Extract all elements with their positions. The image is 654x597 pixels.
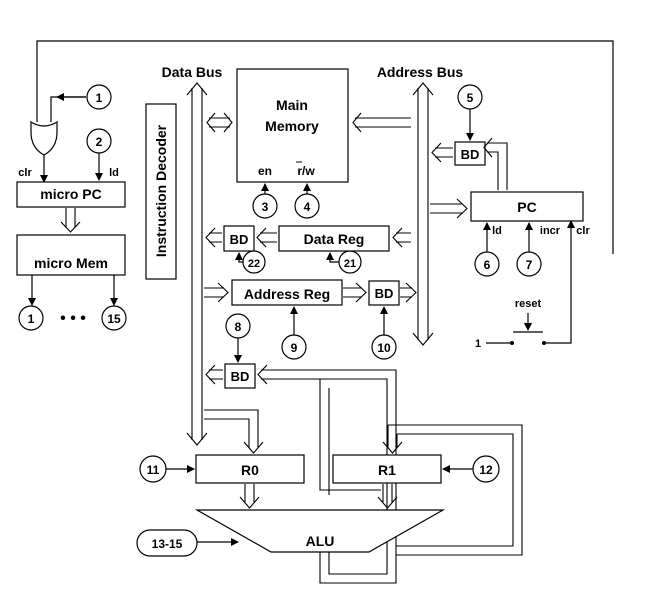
r1: R1	[332, 454, 442, 484]
pc: PC	[470, 191, 584, 222]
ellipsis-dots: • • •	[60, 310, 86, 327]
data-bus	[186, 82, 208, 446]
pc-ld-label: ld	[492, 225, 502, 237]
control-4: 4	[294, 193, 320, 219]
svg-text:8: 8	[235, 320, 242, 334]
address-reg-bus-driver: BD	[368, 280, 400, 306]
micro-pc: micro PC	[16, 181, 126, 208]
data-reg-bus-driver: BD	[223, 225, 255, 252]
micro-pc-ld-label: ld	[109, 167, 119, 179]
svg-text:11: 11	[147, 463, 160, 477]
control-7: 7	[516, 251, 542, 277]
alu: ALU	[194, 509, 446, 553]
svg-text:1: 1	[28, 312, 35, 326]
control-5: 5	[457, 84, 483, 110]
control-10: 10	[371, 334, 397, 360]
instruction-decoder-label: Instruction Decoder	[153, 124, 169, 257]
svg-text:7: 7	[526, 258, 533, 272]
svg-text:BD: BD	[461, 147, 480, 162]
micro-output-1: 1	[18, 305, 44, 331]
en-label: en	[258, 164, 272, 178]
svg-text:1: 1	[96, 91, 103, 105]
control-13-15: 13-15	[136, 529, 198, 557]
control-12: 12	[472, 455, 500, 483]
address-bus-label: Address Bus	[377, 64, 464, 80]
micro-mem-label: micro Mem	[34, 255, 108, 271]
micro-output-15: 15	[101, 305, 127, 331]
main-memory-label-1: Main	[276, 97, 308, 113]
svg-text:4: 4	[304, 200, 311, 214]
svg-text:10: 10	[377, 341, 391, 355]
control-9: 9	[281, 334, 307, 360]
svg-text:3: 3	[262, 200, 269, 214]
r1-label: R1	[378, 462, 396, 478]
svg-text:BD: BD	[231, 369, 250, 384]
svg-text:21: 21	[344, 258, 356, 270]
control-6: 6	[474, 251, 500, 277]
svg-text:9: 9	[291, 341, 298, 355]
pc-bus-driver: BD	[454, 141, 486, 166]
svg-text:BD: BD	[230, 232, 249, 247]
control-3: 3	[252, 193, 278, 219]
alu-label: ALU	[306, 533, 335, 549]
micro-mem: micro Mem	[16, 234, 126, 276]
control-11: 11	[139, 455, 167, 483]
reset-one-label: 1	[475, 338, 481, 350]
control-8: 8	[225, 313, 251, 339]
control-21: 21	[338, 250, 362, 274]
data-bus-label: Data Bus	[162, 64, 223, 80]
data-reg: Data Reg	[278, 225, 390, 252]
address-reg: Address Reg	[231, 279, 343, 306]
or-gate	[30, 120, 58, 156]
control-1: 1	[86, 84, 112, 110]
main-memory-label-2: Memory	[265, 118, 319, 134]
svg-text:22: 22	[248, 258, 260, 270]
pc-incr-label: incr	[540, 225, 561, 237]
pc-label: PC	[517, 199, 536, 215]
r0-label: R0	[241, 462, 259, 478]
address-reg-label: Address Reg	[244, 286, 330, 302]
svg-text:5: 5	[467, 91, 474, 105]
rw-label: r/w	[297, 164, 315, 178]
svg-text:2: 2	[96, 135, 103, 149]
address-bus	[412, 82, 434, 346]
reset-label: reset	[515, 298, 542, 310]
svg-text:BD: BD	[375, 286, 394, 301]
r0: R0	[195, 454, 305, 484]
micro-pc-clr-label: clr	[18, 167, 32, 179]
register-bus-driver: BD	[224, 363, 256, 389]
reset-switch	[486, 230, 572, 345]
svg-text:12: 12	[479, 463, 493, 477]
control-22: 22	[242, 250, 266, 274]
main-memory: Main Memory en r/w	[236, 68, 349, 183]
svg-text:15: 15	[107, 312, 121, 326]
pc-clr-label: clr	[576, 225, 590, 237]
svg-text:6: 6	[484, 258, 491, 272]
instruction-decoder: Instruction Decoder	[145, 103, 177, 280]
micro-pc-label: micro PC	[40, 186, 101, 202]
svg-text:13-15: 13-15	[152, 537, 183, 551]
control-2: 2	[86, 128, 112, 154]
data-reg-label: Data Reg	[304, 231, 365, 247]
